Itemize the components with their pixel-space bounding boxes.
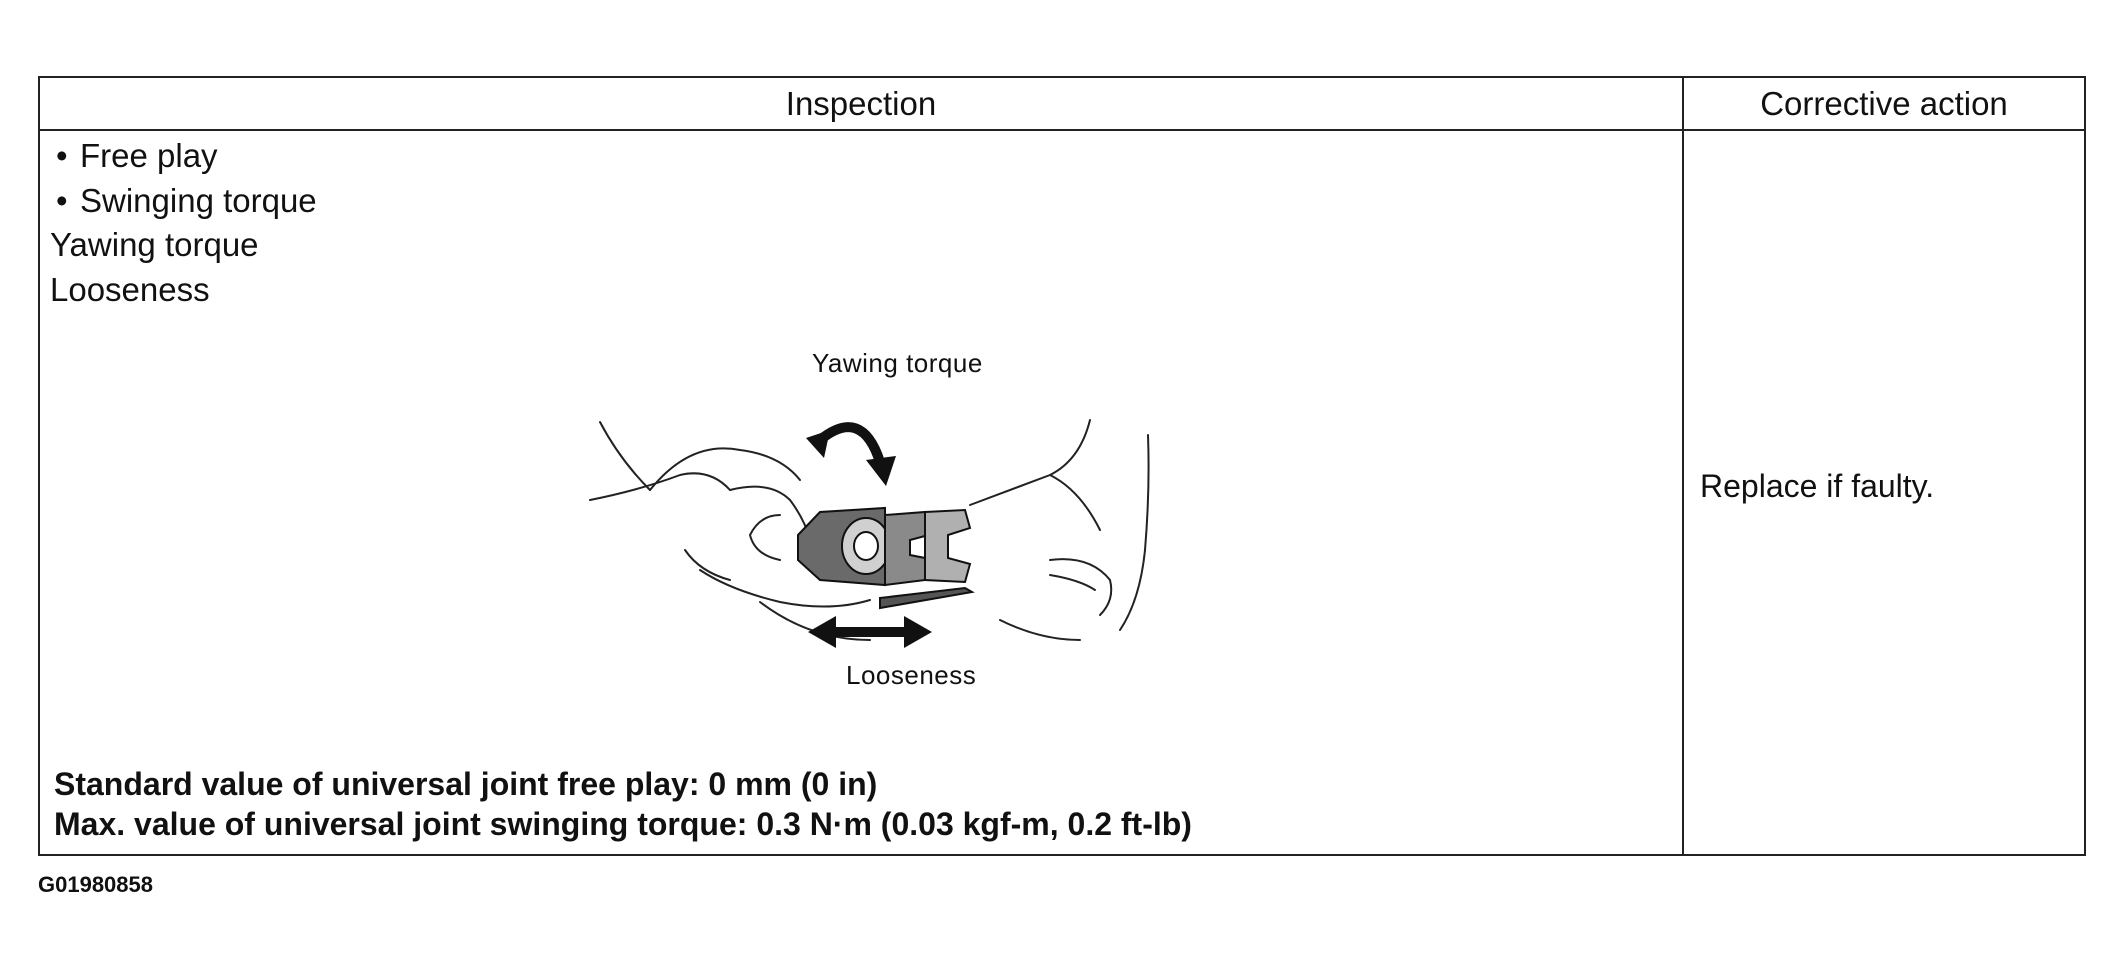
figure-id: G01980858 <box>38 872 153 897</box>
column-divider <box>1682 78 1684 854</box>
header-corrective-action: Corrective action <box>1760 85 2008 122</box>
corrective-action-text: Replace if faulty. <box>1700 468 1935 504</box>
figure-label-yawing-torque: Yawing torque <box>812 348 983 378</box>
inspection-item-text: Looseness <box>50 270 210 308</box>
inspection-item: Looseness <box>50 268 317 313</box>
inspection-item: • Swinging torque <box>50 179 317 224</box>
inspection-item-text: Swinging torque <box>80 181 317 219</box>
inspection-item-text: Free play <box>80 137 218 174</box>
inspection-item: • Free play <box>50 134 317 179</box>
spec-swinging-torque: Max. value of universal joint swinging t… <box>54 806 1192 842</box>
inspection-table: Inspection Corrective action • Free play … <box>38 76 2086 856</box>
hands-joint-drawing <box>589 419 1150 648</box>
header-inspection: Inspection <box>785 85 937 122</box>
header-divider <box>40 129 2084 131</box>
inspection-item: Yawing torque <box>50 223 317 268</box>
bullet: • <box>56 137 68 174</box>
spec-free-play: Standard value of universal joint free p… <box>54 766 878 802</box>
inspection-item-text: Yawing torque <box>50 226 259 263</box>
universal-joint-illustration: Yawing torque Looseness <box>580 340 1180 700</box>
figure-label-looseness: Looseness <box>846 660 977 690</box>
bullet: • <box>56 181 68 219</box>
inspection-items-list: • Free play • Swinging torque Yawing torqu… <box>50 134 317 312</box>
